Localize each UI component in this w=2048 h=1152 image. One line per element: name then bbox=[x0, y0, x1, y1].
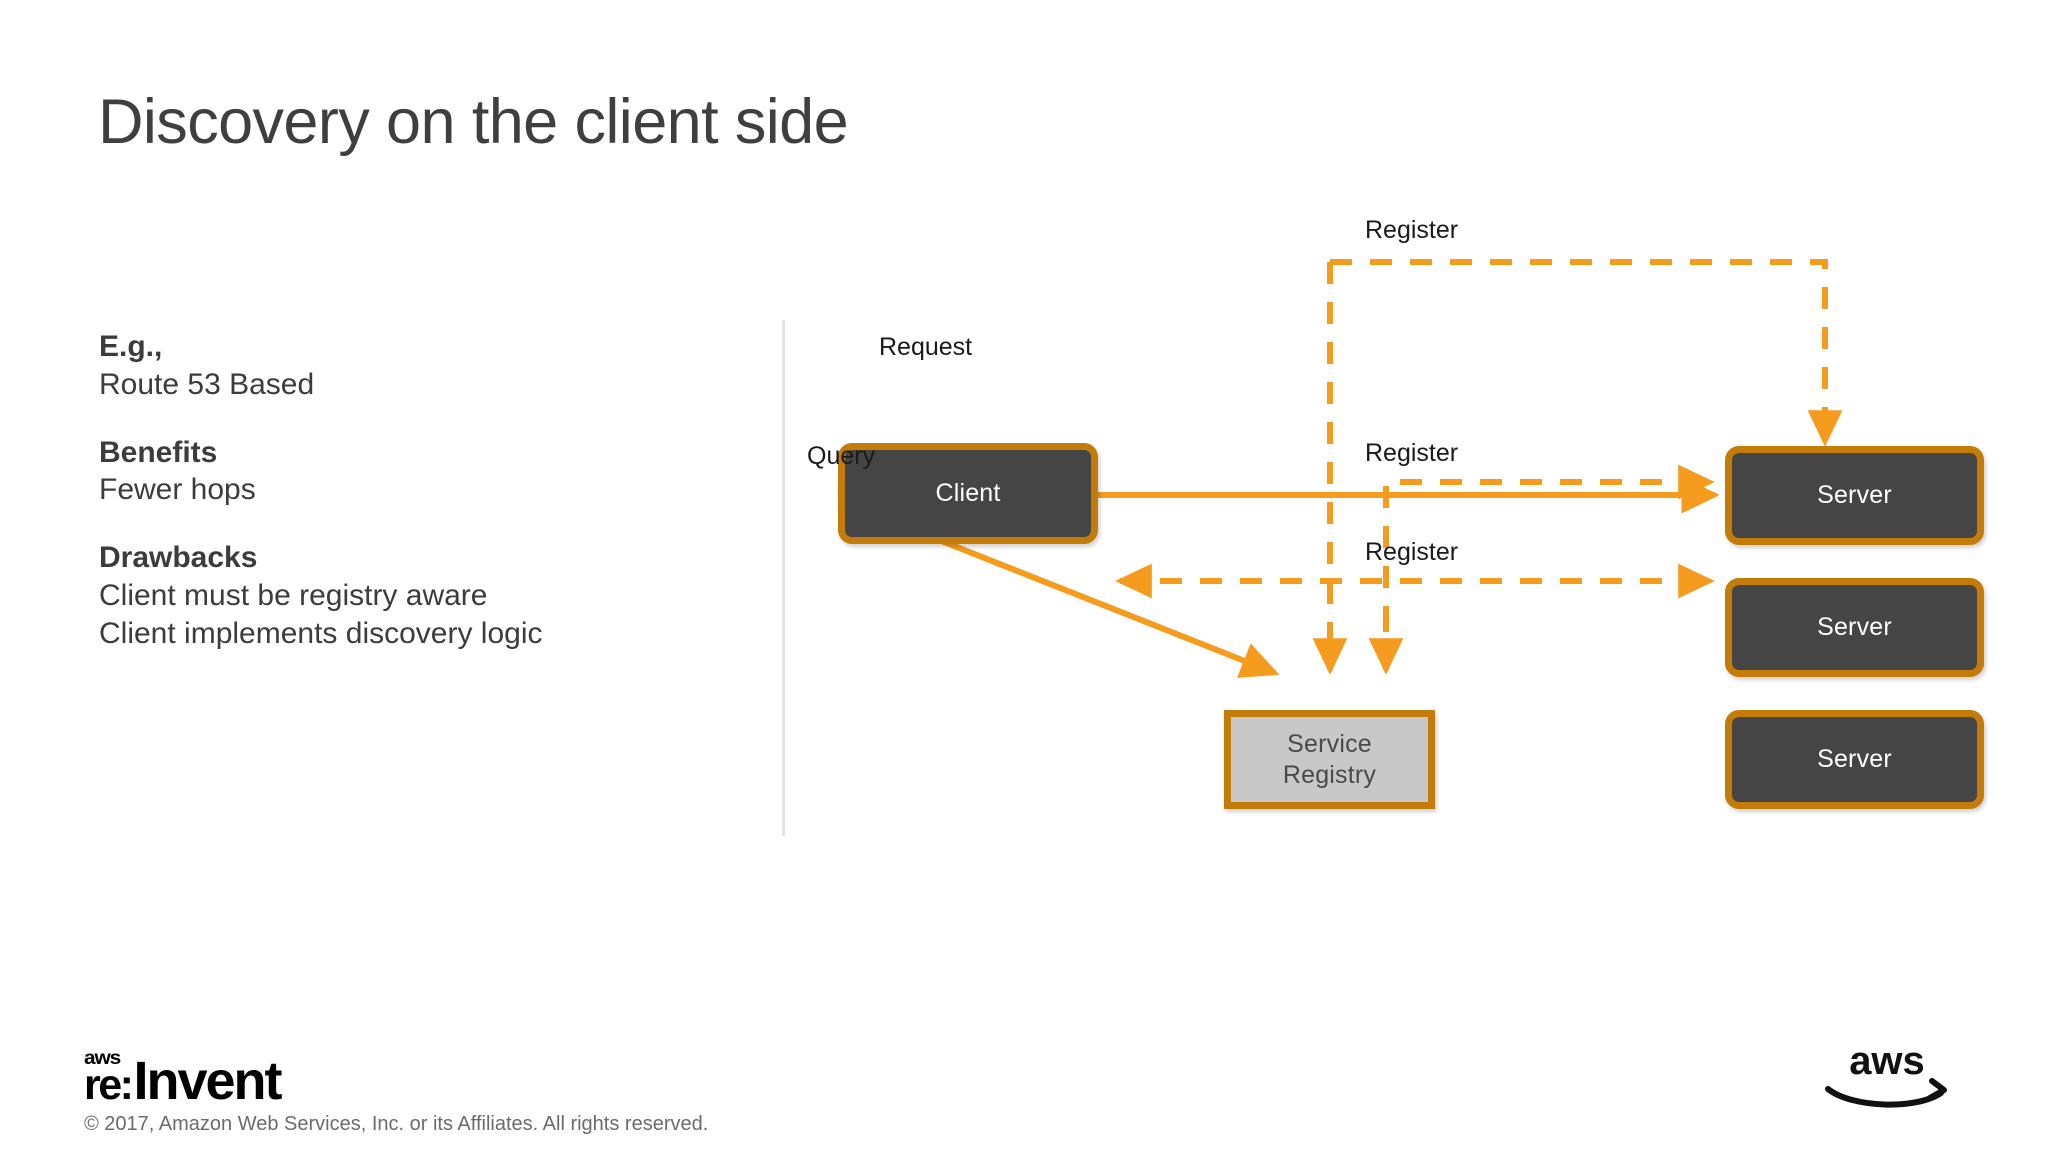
body-heading-benefits: Benefits bbox=[99, 435, 218, 469]
body-heading-eg: E.g., bbox=[99, 330, 163, 363]
body-block-benefits: Benefits Fewer hops bbox=[99, 434, 739, 510]
edge-register-mid-path bbox=[1383, 464, 1715, 668]
node-server-2[interactable]: Server bbox=[1725, 578, 1984, 677]
node-service-registry-label-line2: Registry bbox=[1282, 760, 1377, 789]
copyright-notice: © 2017, Amazon Web Services, Inc. or its… bbox=[84, 1113, 709, 1135]
body-heading-drawbacks: Drawbacks bbox=[99, 541, 258, 575]
reinvent-logo-re-text: re: bbox=[84, 1061, 134, 1110]
edge-label-register-mid: Register bbox=[1365, 439, 1459, 467]
body-line-fewer-hops: Fewer hops bbox=[99, 473, 256, 507]
node-server-1-label: Server bbox=[1817, 481, 1892, 509]
body-line-discovery-logic: Client implements discovery logic bbox=[99, 616, 543, 650]
edge-label-register-bottom: Register bbox=[1365, 538, 1459, 566]
reinvent-logo: aws re: Invent bbox=[84, 1048, 283, 1111]
body-text-column: E.g., Route 53 Based Benefits Fewer hops… bbox=[99, 328, 739, 653]
node-server-1[interactable]: Server bbox=[1725, 446, 1984, 545]
body-line-route53: Route 53 Based bbox=[99, 367, 315, 401]
node-service-registry-label-line1: Service bbox=[1287, 730, 1372, 758]
body-line-registry-aware: Client must be registry aware bbox=[99, 578, 488, 612]
aws-logo-smile-icon bbox=[1825, 1086, 1944, 1108]
edge-label-register-top: Register bbox=[1365, 216, 1459, 244]
aws-logo-smile-arrowhead-icon bbox=[1927, 1078, 1947, 1101]
node-client-label: Client bbox=[935, 479, 1001, 507]
node-service-registry[interactable]: Service Registry bbox=[1224, 710, 1435, 809]
body-block-eg: E.g., Route 53 Based bbox=[99, 328, 739, 404]
reinvent-logo-aws-text: aws bbox=[84, 1048, 121, 1070]
node-client[interactable]: Client bbox=[838, 443, 1098, 544]
page-title: Discovery on the client side bbox=[98, 87, 849, 157]
aws-logo: aws bbox=[1820, 1038, 1954, 1112]
edge-register-top-path bbox=[1330, 259, 1843, 447]
node-server-3[interactable]: Server bbox=[1725, 710, 1984, 809]
aws-logo-wordmark: aws bbox=[1849, 1039, 1925, 1083]
aws-logo-svg: aws bbox=[1825, 1039, 1947, 1108]
reinvent-logo-aws-group: aws re: bbox=[84, 1050, 134, 1110]
reinvent-logo-invent-text: Invent bbox=[133, 1050, 282, 1111]
architecture-diagram: Client Server Server Server Service Regi… bbox=[807, 216, 2035, 870]
node-server-3-label: Server bbox=[1817, 745, 1892, 773]
edge-label-query: Query bbox=[807, 442, 876, 470]
edge-label-request: Request bbox=[879, 333, 973, 361]
column-divider bbox=[782, 320, 785, 836]
body-block-drawbacks: Drawbacks Client must be registry aware … bbox=[99, 539, 739, 652]
node-server-2-label: Server bbox=[1817, 613, 1892, 641]
